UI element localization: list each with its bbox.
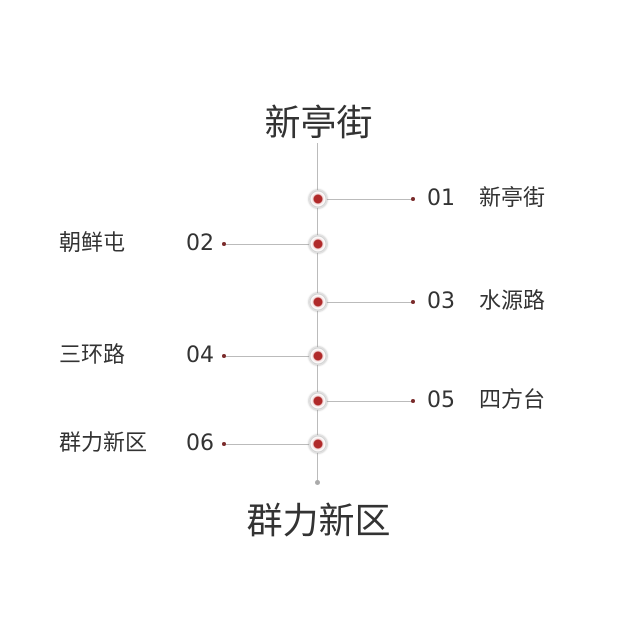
connector-line [326, 199, 414, 200]
station-name: 新亭街 [479, 186, 546, 211]
connector-dot [411, 399, 415, 403]
station-name: 三环路 [59, 343, 126, 368]
station-node-icon [309, 435, 327, 453]
station-number: 03 [427, 289, 455, 314]
connector-dot [222, 354, 226, 358]
station-number: 02 [186, 231, 214, 256]
station-node-icon [309, 293, 327, 311]
connector-line [326, 401, 414, 402]
station-number: 06 [186, 431, 214, 456]
connector-line [226, 444, 310, 445]
start-title: 新亭街 [264, 103, 373, 144]
route-line [317, 143, 318, 483]
connector-dot [411, 300, 415, 304]
station-number: 04 [186, 343, 214, 368]
station-number: 05 [427, 388, 455, 413]
station-name: 朝鲜屯 [59, 231, 126, 256]
connector-dot [222, 442, 226, 446]
station-name: 水源路 [479, 289, 546, 314]
station-node-icon [309, 347, 327, 365]
route-end-dot [315, 480, 320, 485]
end-title: 群力新区 [246, 501, 391, 542]
connector-line [226, 244, 310, 245]
station-node-icon [309, 190, 327, 208]
connector-line [326, 302, 414, 303]
station-name: 四方台 [479, 388, 546, 413]
station-number: 01 [427, 186, 455, 211]
station-node-icon [309, 392, 327, 410]
connector-dot [411, 197, 415, 201]
station-name: 群力新区 [59, 431, 148, 456]
connector-line [226, 356, 310, 357]
connector-dot [222, 242, 226, 246]
station-node-icon [309, 235, 327, 253]
